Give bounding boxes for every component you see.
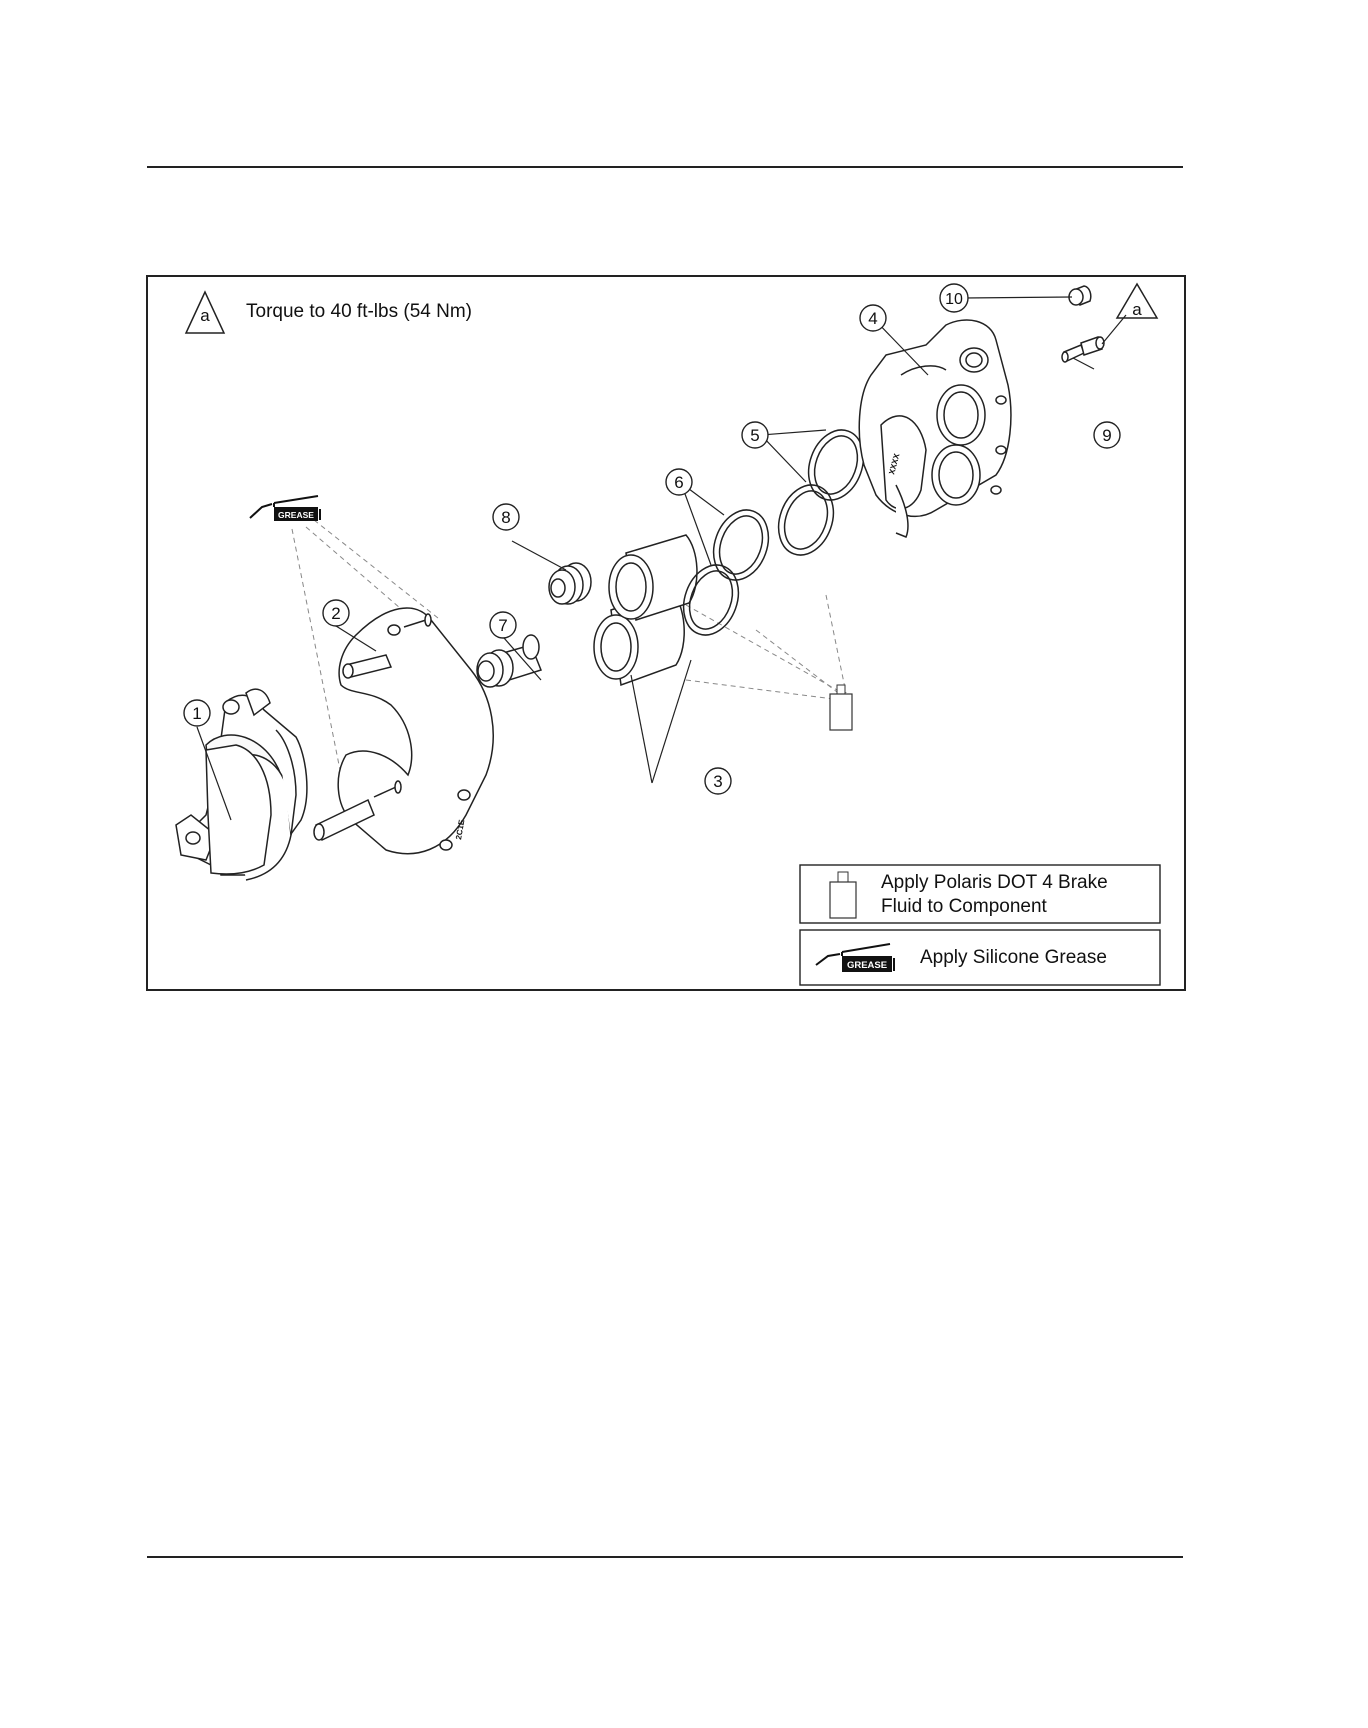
callout-10: 10 (940, 284, 968, 312)
svg-text:9: 9 (1102, 426, 1111, 445)
svg-text:10: 10 (945, 291, 963, 308)
legend-grease-badge: GREASE (847, 960, 887, 971)
svg-text:1: 1 (192, 704, 201, 723)
svg-text:2: 2 (331, 604, 340, 623)
legend-grease: GREASE Apply Silicone Grease (800, 930, 1160, 985)
legend-brake-fluid-line1: Apply Polaris DOT 4 Brake (881, 872, 1108, 893)
callout-5: 5 (742, 422, 768, 448)
callout-8: 8 (493, 504, 519, 530)
grease-badge-label: GREASE (278, 510, 314, 520)
svg-text:3: 3 (713, 772, 722, 791)
callout-6: 6 (666, 469, 692, 495)
callout-3: 3 (705, 768, 731, 794)
svg-text:7: 7 (498, 616, 507, 635)
bottom-rule (147, 1556, 1183, 1558)
svg-text:4: 4 (868, 309, 877, 328)
brake-caliper-exploded-diagram: a Torque to 40 ft-lbs (54 Nm) a GREASE (146, 275, 1186, 991)
legend-brake-fluid: Apply Polaris DOT 4 Brake Fluid to Compo… (800, 865, 1160, 923)
top-rule (147, 166, 1183, 168)
callout-4: 4 (860, 305, 886, 331)
callout-7: 7 (490, 612, 516, 638)
torque-note-symbol: a (200, 306, 210, 325)
callout-1: 1 (184, 700, 210, 726)
callout-9: 9 (1094, 422, 1120, 448)
legend-grease-text: Apply Silicone Grease (920, 947, 1107, 968)
callout-2: 2 (323, 600, 349, 626)
svg-text:6: 6 (674, 473, 683, 492)
torque-marker-symbol: a (1132, 300, 1142, 319)
svg-text:5: 5 (750, 426, 759, 445)
svg-text:8: 8 (501, 508, 510, 527)
torque-note-text: Torque to 40 ft-lbs (54 Nm) (246, 301, 472, 322)
legend-brake-fluid-line2: Fluid to Component (881, 896, 1048, 917)
